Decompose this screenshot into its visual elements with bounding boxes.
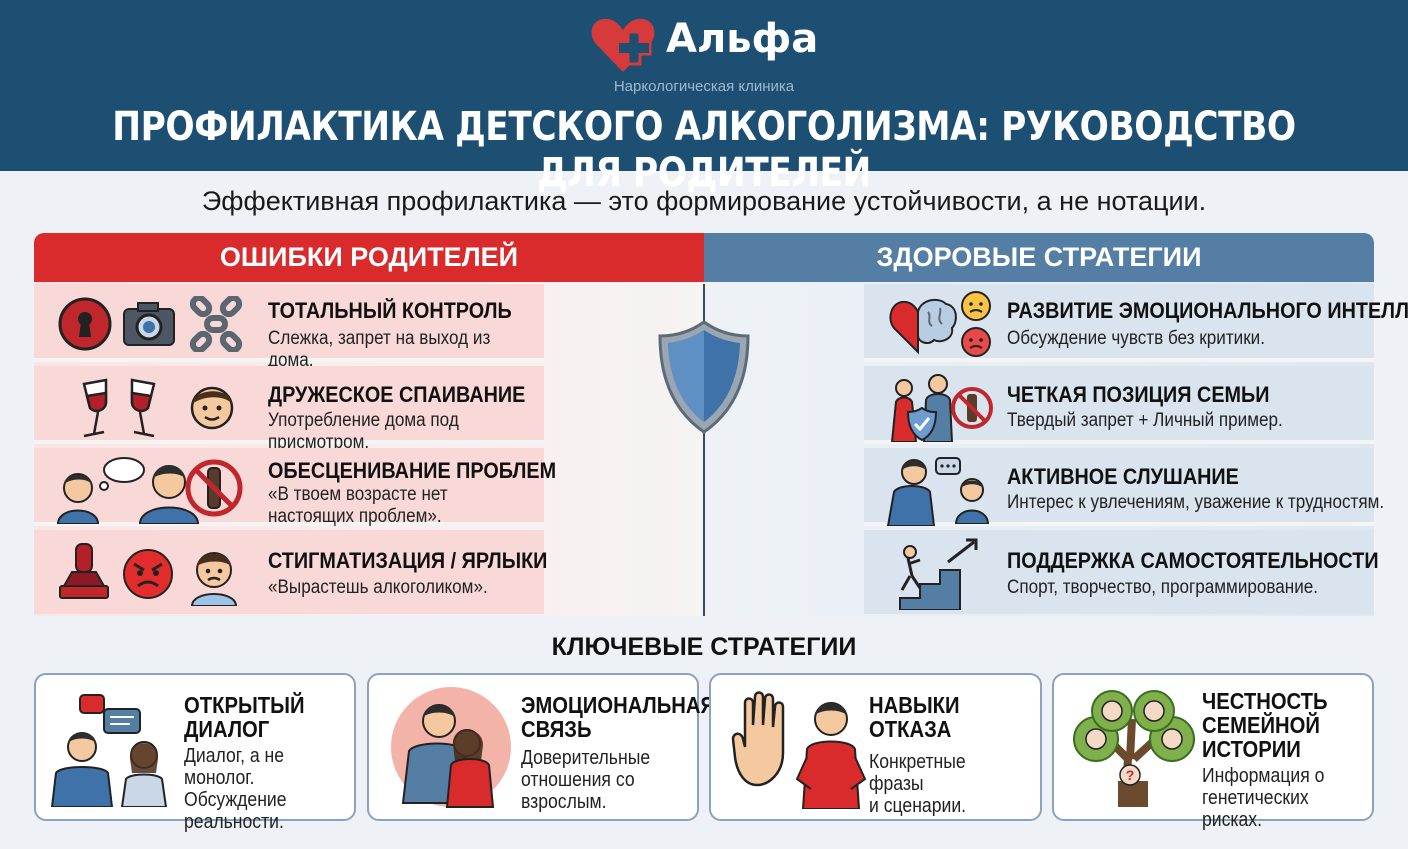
key-card: ? ЧЕСТНОСТЬ СЕМЕЙНОЙ ИСТОРИИ Информация … [1052, 673, 1374, 831]
stop-hand-icon [731, 691, 867, 809]
mistake-desc: «В твоем возрасте нет настоящих проблем»… [268, 484, 448, 527]
strategy-desc: Твердый запрет + Личный пример. [1007, 410, 1283, 431]
strategy-title: РАЗВИТИЕ ЭМОЦИОНАЛЬНОГО ИНТЕЛЛЕКТА [1007, 298, 1408, 323]
mistake-desc: Слежка, запрет на выход из дома. [268, 328, 491, 371]
chain-icon [189, 296, 243, 352]
dialogue-icon [50, 694, 168, 807]
child-icon [954, 478, 990, 524]
key-card: НАВЫКИ ОТКАЗА Конкретные фразы и сценари… [709, 673, 1042, 821]
strategy-title: АКТИВНОЕ СЛУШАНИЕ [1007, 464, 1239, 489]
mistake-row: СТИГМАТИЗАЦИЯ / ЯРЛЫКИ «Вырастешь алкого… [34, 530, 548, 614]
sad-child-icon [190, 552, 238, 606]
key-card-desc: Конкретные фразы и сценарии. [869, 751, 967, 817]
mistake-title: СТИГМАТИЗАЦИЯ / ЯРЛЫКИ [268, 548, 548, 573]
shield-icon [658, 320, 750, 434]
mistakes-heading: ОШИБКИ РОДИТЕЛЕЙ [34, 233, 704, 282]
clinic-subtitle: Наркологическая клиника [613, 78, 795, 95]
parent-icon [138, 465, 200, 524]
strategies-heading: ЗДОРОВЫЕ СТРАТЕГИИ [704, 233, 1374, 282]
family-shield-icon [890, 374, 954, 442]
thinking-teen-icon [56, 457, 145, 524]
key-card-desc: Диалог, а не монолог. Обсуждение реально… [184, 745, 287, 833]
key-card-desc: Информация о генетических рисках. [1202, 765, 1325, 831]
mistake-title: ДРУЖЕСКОЕ СПАИВАНИЕ [268, 382, 526, 407]
key-card-title: ЧЕСТНОСТЬ СЕМЕЙНОЙ ИСТОРИИ [1202, 688, 1328, 762]
emotions-icon [961, 291, 991, 357]
strategy-row: ПОДДЕРЖКА САМОСТОЯТЕЛЬНОСТИ Спорт, творч… [864, 530, 1379, 614]
strategy-row: АКТИВНОЕ СЛУШАНИЕ Интерес к увлечениям, … [864, 448, 1385, 526]
strategy-row: ЧЕТКАЯ ПОЗИЦИЯ СЕМЬИ Твердый запрет + Ли… [864, 366, 1374, 444]
center-divider [703, 284, 705, 616]
stamp-icon [59, 543, 109, 599]
page-title: ПРОФИЛАКТИКА ДЕТСКОГО АЛКОГОЛИЗМА: РУКОВ… [112, 104, 1296, 196]
brand-logo: Альфа [588, 10, 828, 80]
key-card-title: ОТКРЫТЫЙ ДИАЛОГ [184, 692, 305, 742]
mistake-desc: Употребление дома под присмотром. [268, 410, 459, 453]
mistake-title: ТОТАЛЬНЫЙ КОНТРОЛЬ [268, 298, 512, 323]
keyhole-icon [58, 297, 112, 351]
hug-icon [391, 687, 511, 808]
no-alcohol-icon [185, 459, 243, 517]
strategy-desc: Обсуждение чувств без критики. [1007, 328, 1265, 349]
camera-icon [123, 302, 175, 346]
mistake-row: ДРУЖЕСКОЕ СПАИВАНИЕ Употребление дома по… [34, 366, 544, 453]
wine-glasses-icon [82, 378, 156, 438]
key-card-title: ЭМОЦИОНАЛЬНАЯ СВЯЗЬ [521, 692, 716, 742]
strategy-title: ЧЕТКАЯ ПОЗИЦИЯ СЕМЬИ [1007, 382, 1270, 407]
svg-text:?: ? [1126, 767, 1135, 783]
header: Альфа Наркологическая клиника ПРОФИЛАКТИ… [0, 0, 1408, 196]
page-subtitle: Эффективная профилактика — это формирова… [201, 186, 1207, 216]
strategy-desc: Спорт, творчество, программирование. [1007, 577, 1319, 598]
listening-parent-icon [886, 457, 961, 526]
family-tree-icon: ? [1073, 690, 1195, 807]
heart-brain-icon [889, 298, 957, 355]
stairs-growth-icon [899, 538, 978, 610]
strategy-desc: Интерес к увлечениям, уважение к труднос… [1007, 492, 1385, 513]
mistake-title: ОБЕСЦЕНИВАНИЕ ПРОБЛЕМ [268, 458, 557, 483]
strategy-title: ПОДДЕРЖКА САМОСТОЯТЕЛЬНОСТИ [1007, 548, 1379, 573]
mistake-row: ОБЕСЦЕНИВАНИЕ ПРОБЛЕМ «В твоем возрасте … [34, 448, 556, 527]
angry-face-icon [123, 549, 173, 599]
mistake-desc: «Вырастешь алкоголиком». [268, 577, 488, 598]
key-card: ОТКРЫТЫЙ ДИАЛОГ Диалог, а не монолог. Об… [34, 673, 356, 833]
brand-name: Альфа [666, 16, 819, 62]
boy-face-icon [190, 386, 234, 430]
no-alcohol-icon [951, 387, 993, 429]
heart-cross-icon [591, 18, 655, 72]
key-strategies-heading: КЛЮЧЕВЫЕ СТРАТЕГИИ [551, 633, 857, 661]
mistake-row: ТОТАЛЬНЫЙ КОНТРОЛЬ Слежка, запрет на вых… [34, 284, 544, 371]
key-card-desc: Доверительные отношения со взрослым. [521, 747, 651, 813]
key-card-title: НАВЫКИ ОТКАЗА [869, 692, 960, 742]
strategy-row: РАЗВИТИЕ ЭМОЦИОНАЛЬНОГО ИНТЕЛЛЕКТА Обсуж… [864, 284, 1408, 362]
key-card: ЭМОЦИОНАЛЬНАЯ СВЯЗЬ Доверительные отноше… [367, 673, 715, 821]
